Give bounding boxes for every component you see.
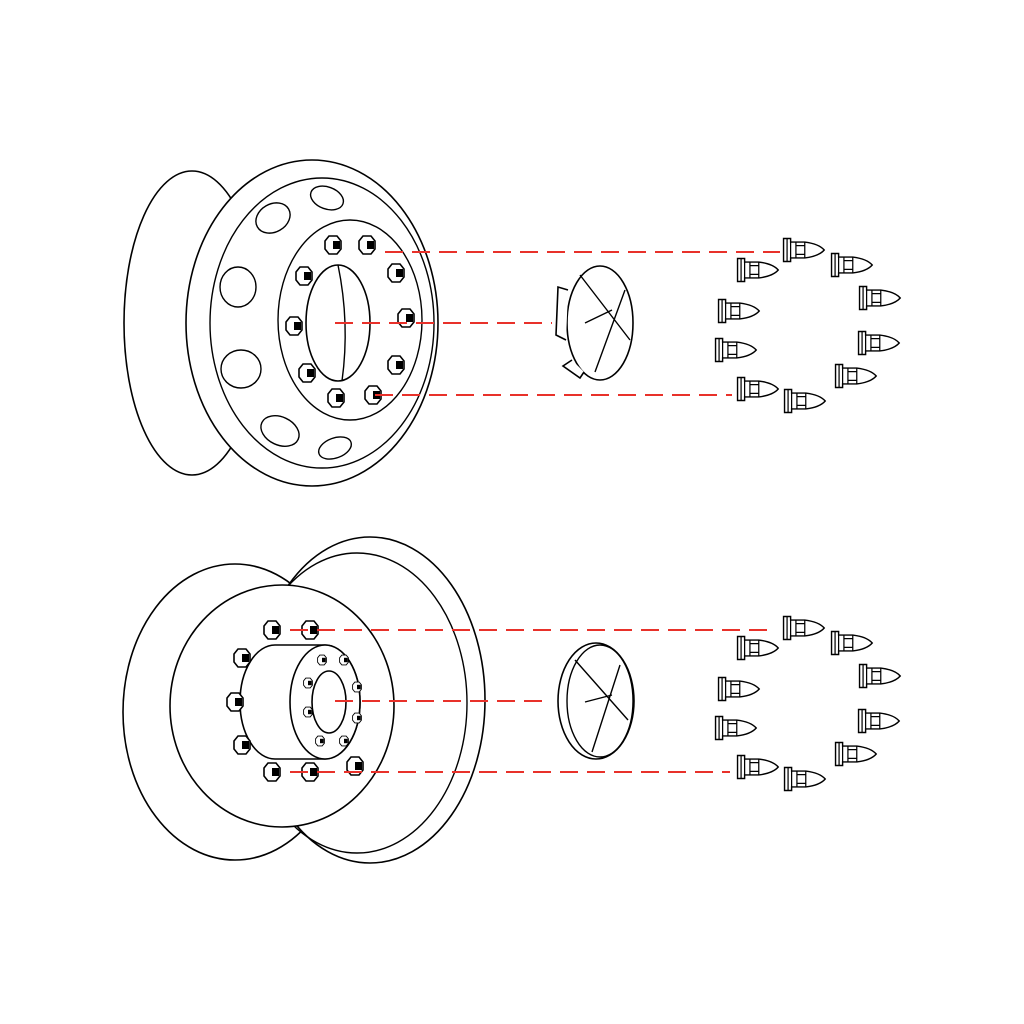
rim-hole — [220, 349, 262, 389]
lug-nut-cover-icon — [736, 376, 779, 402]
wheel-stud — [324, 235, 342, 255]
hub-stud — [352, 712, 362, 724]
rim-hole — [219, 266, 257, 308]
lug-nut-cover-icon — [714, 337, 757, 363]
lug-nut-cover-icon — [858, 663, 901, 689]
lug-nut-cover-icon — [830, 252, 873, 278]
hub-cap-bottom — [557, 642, 635, 760]
hub-stud — [315, 735, 325, 747]
lug-nut-cover-icon — [830, 630, 873, 656]
wheel-stud — [233, 648, 251, 668]
wheel-stud — [295, 266, 313, 286]
lug-nut-cover-icon — [783, 388, 826, 414]
lug-nut-cover-icon — [736, 257, 779, 283]
wheel-stud — [263, 620, 281, 640]
wheel-stud — [226, 692, 244, 712]
lug-nut-cover-icon — [736, 635, 779, 661]
lug-nut-cover-icon — [858, 285, 901, 311]
hub-cap-top — [555, 265, 634, 381]
wheel-stud — [387, 263, 405, 283]
lug-nut-cover-icon — [782, 237, 825, 263]
hub-stud — [303, 706, 313, 718]
wheel-stud — [233, 735, 251, 755]
wheel-stud — [327, 388, 345, 408]
wheel-stud — [358, 235, 376, 255]
hub-stud — [352, 681, 362, 693]
lug-nut-cover-icon — [714, 715, 757, 741]
lug-nut-cover-icon — [717, 298, 760, 324]
lug-nut-cover-icon — [782, 615, 825, 641]
lug-nut-cover-icon — [857, 330, 900, 356]
rim-hole — [260, 415, 300, 447]
lug-nut-cover-icon — [783, 766, 826, 792]
lug-nut-cover-icon — [834, 741, 877, 767]
hub-stud — [317, 654, 327, 666]
rim-hole — [255, 202, 291, 234]
wheel-stud — [387, 355, 405, 375]
lug-nut-cover-icon — [834, 363, 877, 389]
hub-stud — [303, 677, 313, 689]
hub-stud — [339, 654, 349, 666]
wheel-stud — [285, 316, 303, 336]
lug-nut-cover-icon — [736, 754, 779, 780]
lug-nut-covers — [714, 237, 901, 792]
wheel-stud — [397, 308, 415, 328]
top-wheel — [123, 159, 439, 487]
wheel-stud — [263, 762, 281, 782]
rim-hole — [309, 185, 345, 211]
rim-hole — [317, 436, 353, 460]
lug-nut-cover-icon — [717, 676, 760, 702]
hub-plate — [277, 219, 423, 421]
hub-stud — [339, 735, 349, 747]
lug-nut-cover-icon — [857, 708, 900, 734]
wheel-stud — [298, 363, 316, 383]
guide-lines — [290, 251, 780, 773]
bottom-wheel — [122, 536, 486, 864]
